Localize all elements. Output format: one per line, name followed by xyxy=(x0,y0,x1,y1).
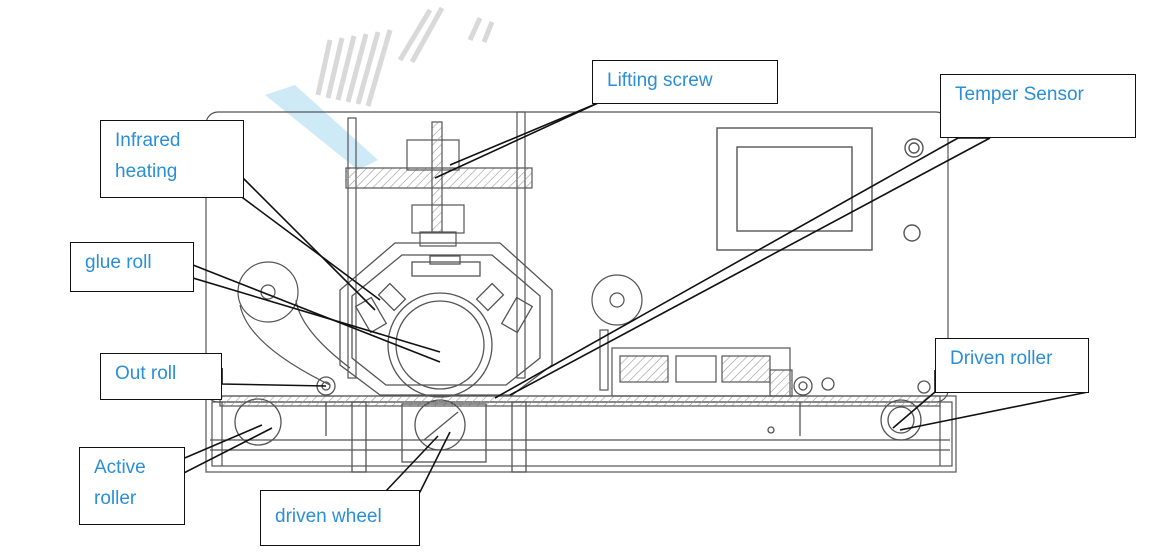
callout-lifting-screw: Lifting screw xyxy=(592,60,778,104)
left-roll xyxy=(237,261,351,386)
leader-temper-sensor xyxy=(509,137,991,396)
leader-glue-roll-2 xyxy=(192,264,441,363)
glue-roll-housing xyxy=(339,242,553,398)
callout-driven-roller: Driven roller xyxy=(935,338,1089,393)
watermark xyxy=(265,6,495,170)
callout-out-roll: Out roll xyxy=(100,353,222,400)
leader-infrared-heating xyxy=(242,178,381,301)
callout-glue-roll: glue roll xyxy=(70,242,194,292)
control-panel xyxy=(716,127,924,251)
lifting-assembly xyxy=(345,111,533,379)
right-small-roll xyxy=(591,274,643,391)
callout-temper-sensor: Temper Sensor xyxy=(940,74,1136,138)
conveyor-rollers xyxy=(234,376,931,473)
leader-temper-sensor-2 xyxy=(494,137,959,399)
callout-active-roller: Active roller xyxy=(79,447,185,525)
leader-active-roller xyxy=(179,427,273,477)
callout-driven-wheel: driven wheel xyxy=(260,490,420,546)
leader-lifting-screw-2 xyxy=(434,102,599,179)
press-blocks xyxy=(611,347,793,397)
leader-infrared-heating-2 xyxy=(242,177,376,311)
leader-lifting-screw xyxy=(449,92,599,166)
leader-active-roller-2 xyxy=(179,424,263,461)
leader-out-roll xyxy=(221,368,327,387)
leader-driven-roller-2 xyxy=(899,391,1089,431)
machine-frame xyxy=(205,111,957,473)
leader-driven-wheel xyxy=(355,435,439,493)
callout-infrared-heating: Infrared heating xyxy=(100,120,244,198)
